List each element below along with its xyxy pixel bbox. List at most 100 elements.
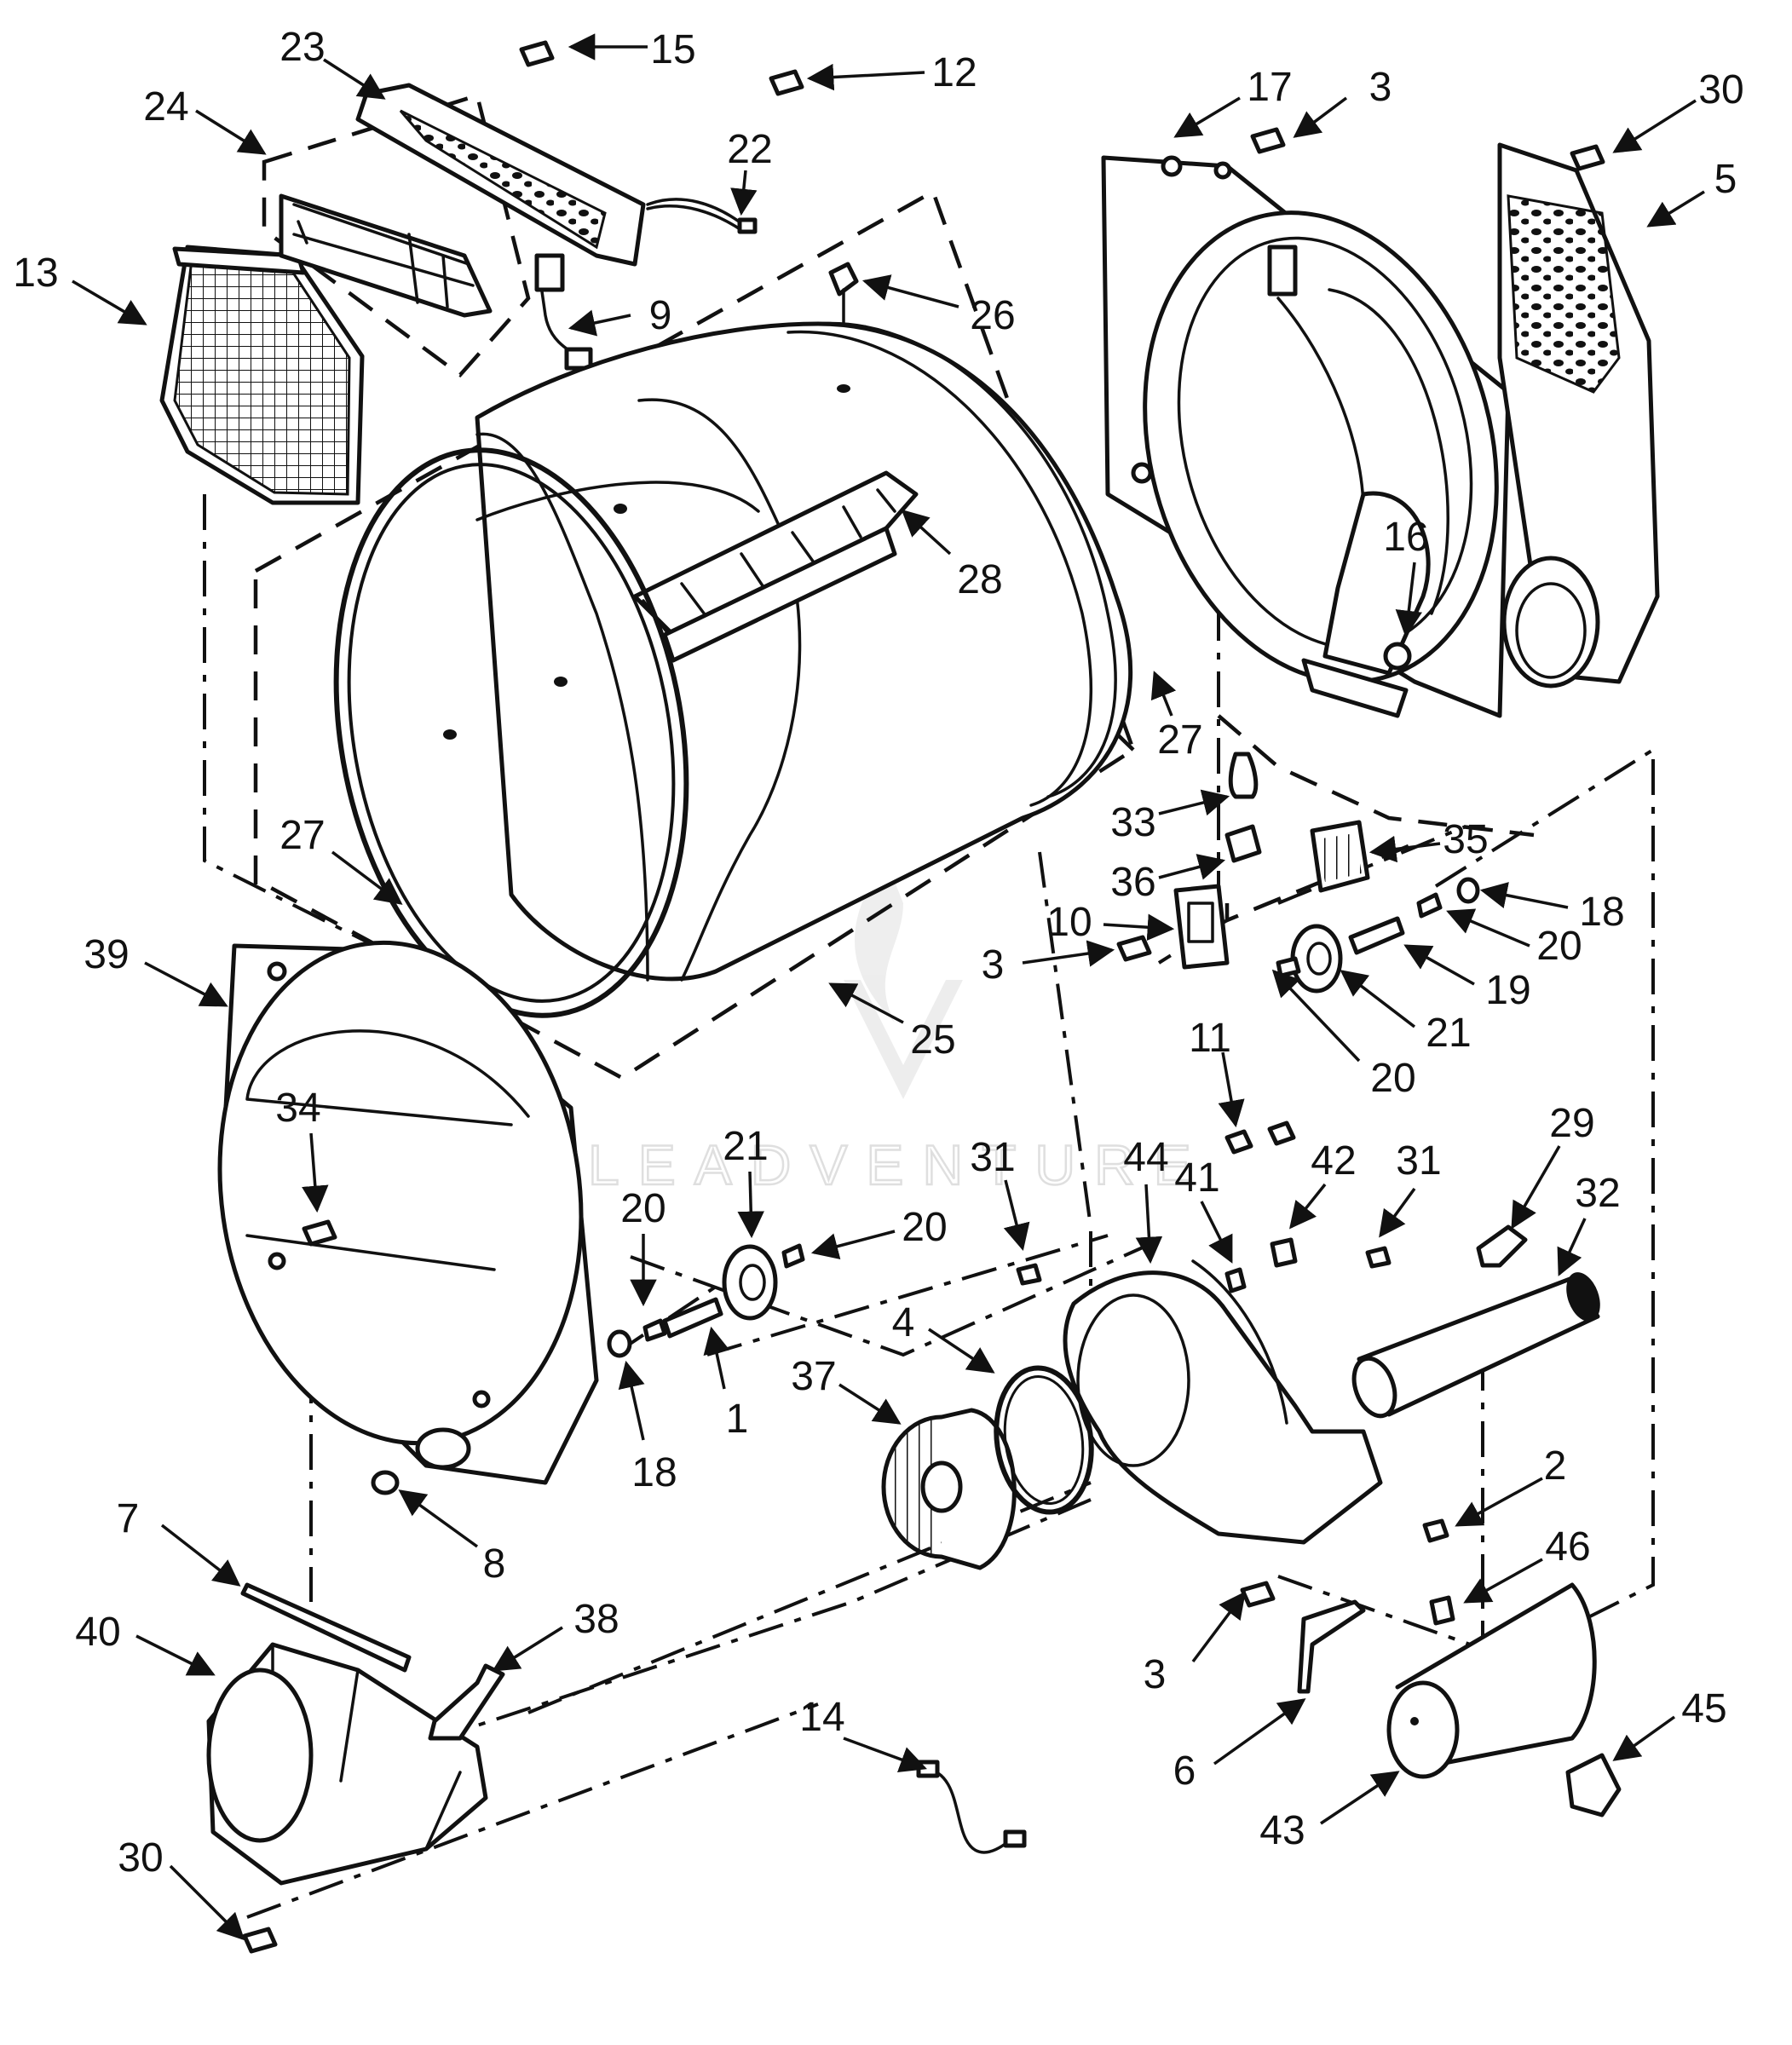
callout-leader-43: [1320, 1771, 1400, 1825]
callout-label-34: 34: [275, 1086, 320, 1131]
callout-label-39: 39: [84, 932, 129, 977]
callout-label-40: 40: [75, 1610, 120, 1655]
part-44-blower-housing: [1063, 1259, 1383, 1545]
callout-leader-6: [1213, 1698, 1306, 1766]
callout-leader-21: [1340, 970, 1416, 1028]
callout-label-12: 12: [931, 50, 977, 95]
part-13-lint-screen: [159, 245, 365, 505]
callout-leader-37: [838, 1383, 902, 1425]
part-20-retainer-front: [642, 1243, 805, 1342]
part-1-roller-axle: [662, 1297, 723, 1339]
callout-label-31: 31: [970, 1135, 1015, 1180]
callout-leader-9: [568, 309, 631, 337]
callout-leader-44: [1135, 1184, 1163, 1264]
callout-leader-23: [323, 58, 386, 100]
callout-leader-42: [1289, 1183, 1327, 1230]
callout-label-45: 45: [1681, 1686, 1726, 1731]
part-23-lint-cover: [355, 83, 646, 267]
callout-leader-22: [730, 170, 758, 216]
callout-label-46: 46: [1545, 1524, 1590, 1570]
callout-label-9: 9: [649, 293, 672, 338]
watermark: LEADVENTURE: [587, 861, 1210, 1197]
callout-label-10: 10: [1046, 900, 1092, 945]
part-7-felt-strip: [240, 1582, 412, 1673]
callout-leader-4: [928, 1328, 995, 1374]
callout-label-21: 21: [1426, 1011, 1471, 1056]
callout-label-26: 26: [970, 293, 1015, 338]
callout-leader-29: [1511, 1145, 1561, 1230]
part-41-clip: [1224, 1267, 1247, 1293]
callout-leader-13: [72, 279, 147, 325]
callout-leader-18: [1479, 882, 1569, 909]
callout-label-31: 31: [1396, 1138, 1441, 1184]
part-19-roller-axle: [1348, 916, 1405, 955]
callout-label-23: 23: [279, 25, 325, 70]
part-14-wire: [916, 1760, 1027, 1854]
callout-leader-35: [1368, 835, 1441, 863]
part-6-motor-bracket: [1297, 1599, 1366, 1694]
callout-label-6: 6: [1173, 1748, 1196, 1794]
callout-leader-25: [828, 982, 904, 1024]
part-39-front-bulkhead: [217, 940, 599, 1485]
callout-leader-17: [1173, 96, 1241, 138]
callout-leader-36: [1158, 854, 1226, 880]
callout-label-24: 24: [143, 84, 188, 130]
callout-leader-38: [492, 1626, 563, 1672]
callout-label-35: 35: [1443, 817, 1488, 862]
watermark-text: LEADVENTURE: [588, 1133, 1210, 1196]
callout-leader-30: [169, 1864, 245, 1941]
callout-label-37: 37: [791, 1354, 836, 1399]
part-21-rear-roller: [1290, 924, 1343, 994]
part-40-lint-duct: [206, 1642, 488, 1886]
callout-leader-45: [1612, 1715, 1676, 1761]
part-32-exhaust-tube: [1351, 1272, 1600, 1419]
callout-leader-34: [302, 1132, 329, 1213]
callout-label-11: 11: [1189, 1016, 1231, 1061]
part-42-clip: [1270, 1237, 1298, 1268]
part-46-clip: [1429, 1595, 1455, 1626]
callout-label-42: 42: [1311, 1138, 1356, 1184]
part-8-nut: [371, 1470, 400, 1495]
callout-leader-24: [195, 109, 267, 155]
callout-label-2: 2: [1544, 1443, 1567, 1489]
part-2-screw: [1422, 1518, 1449, 1543]
callout-label-30: 30: [1698, 67, 1743, 112]
callout-leader-2: [1455, 1477, 1543, 1527]
callout-label-4: 4: [892, 1300, 915, 1345]
callout-label-38: 38: [573, 1597, 619, 1642]
part-18-washer-front: [607, 1329, 632, 1358]
callout-leader-30: [1612, 99, 1697, 153]
callout-leader-8: [398, 1489, 479, 1548]
callout-label-20: 20: [902, 1205, 947, 1250]
callout-label-8: 8: [483, 1541, 506, 1587]
callout-leader-18: [618, 1360, 645, 1441]
callout-leader-10: [1103, 913, 1175, 941]
callout-leader-26: [861, 274, 959, 308]
callout-leader-20: [810, 1230, 896, 1260]
part-18-washer-rear: [1456, 877, 1480, 904]
callout-label-27: 27: [279, 813, 325, 858]
callout-label-22: 22: [727, 127, 772, 172]
callout-leader-46: [1463, 1558, 1543, 1604]
part-25-drum: [443, 321, 1133, 982]
callout-label-3: 3: [1144, 1652, 1167, 1697]
callout-label-3: 3: [982, 942, 1005, 988]
callout-leader-31: [1379, 1187, 1416, 1238]
callout-leader-28: [901, 509, 952, 556]
part-27-drum-seal-front: [333, 447, 689, 1018]
part-43-drive-motor: [1386, 1582, 1597, 1779]
callout-leader-3: [1293, 96, 1348, 138]
callout-leader-21: [737, 1171, 764, 1239]
part-21-front-roller: [722, 1244, 778, 1321]
callout-label-3: 3: [1369, 65, 1392, 110]
part-38-duct-clip: [428, 1663, 505, 1741]
callout-leader-19: [1403, 944, 1475, 986]
callout-leader-32: [1557, 1218, 1587, 1276]
callout-label-18: 18: [1579, 890, 1624, 935]
part-29-clamp: [1476, 1224, 1528, 1268]
callout-leader-11: [1218, 1051, 1245, 1128]
callout-label-1: 1: [726, 1397, 749, 1442]
callout-leader-12: [806, 63, 925, 91]
part-35-thermal-cutoff: [1310, 820, 1370, 893]
